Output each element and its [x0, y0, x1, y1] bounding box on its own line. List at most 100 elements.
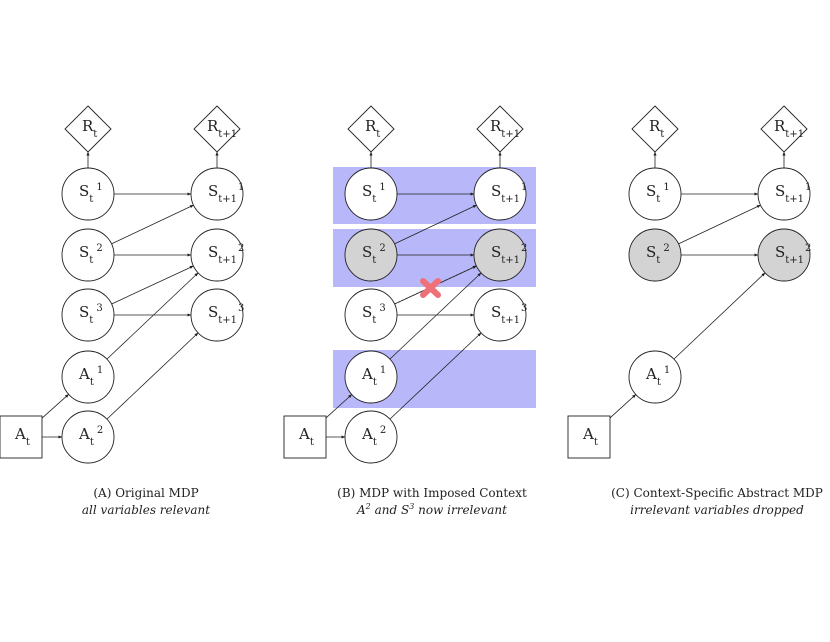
node-label-sup: 2	[521, 243, 527, 254]
node-label: St+12	[208, 243, 244, 266]
context-cross-icon	[420, 278, 441, 298]
node-label: St+11	[208, 182, 244, 205]
node-label-sup: 1	[379, 182, 385, 193]
node-shape	[344, 228, 398, 282]
node-label-sub: t+1	[218, 315, 237, 326]
node-label-base: R	[207, 117, 219, 135]
node-label-base: R	[82, 117, 94, 135]
node-label: At	[14, 425, 30, 448]
node-label-base: S	[362, 303, 372, 321]
node-shape	[190, 288, 244, 342]
node-label: St+13	[208, 303, 244, 326]
node-label-sup: 1	[97, 365, 103, 376]
node-label-sub: t	[90, 377, 94, 388]
node-label-sub: t	[660, 129, 664, 140]
node-label-sub: t	[26, 437, 30, 448]
node-c-s1-t1: St+11	[757, 167, 811, 221]
node-b-r-t1: Rt+1	[476, 105, 524, 153]
node-label: Rt+1	[490, 117, 520, 140]
node-shape	[628, 167, 682, 221]
node-label-sub: t	[376, 129, 380, 140]
node-shape	[61, 350, 115, 404]
node-b-s3-t: St3	[344, 288, 398, 342]
node-label: Rt+1	[774, 117, 804, 140]
node-label-sup: 1	[238, 182, 244, 193]
node-label-base: R	[490, 117, 502, 135]
node-label-sub: t+1	[785, 255, 804, 266]
edge-b-a_t-a1_t	[325, 394, 353, 419]
node-a-s3-t1: St+13	[190, 288, 244, 342]
edge-a-s3_t-s2_t1	[111, 265, 194, 305]
node-shape	[757, 228, 811, 282]
node-shape	[283, 415, 327, 459]
node-label: Rt	[365, 117, 380, 140]
node-label-sup: 2	[663, 243, 669, 254]
node-label-base: A	[361, 365, 373, 383]
node-label-sub: t	[310, 437, 314, 448]
node-b-s3-t1: St+13	[473, 288, 527, 342]
node-b-s2-t: St2	[344, 228, 398, 282]
node-label-sup: 1	[805, 182, 811, 193]
node-label-sup: 1	[664, 365, 670, 376]
edge-b-a2_t-s3_t1	[389, 332, 482, 420]
node-label-sup: 1	[521, 182, 527, 193]
caption-b-a: A	[356, 503, 366, 517]
node-shape	[344, 167, 398, 221]
node-c-a1-t: At1	[628, 350, 682, 404]
node-label-sub: t	[372, 194, 376, 205]
node-c-s2-t: St2	[628, 228, 682, 282]
node-label-base: S	[79, 243, 89, 261]
node-shape	[473, 288, 527, 342]
node-label-sup: 2	[805, 243, 811, 254]
node-label-base: S	[79, 303, 89, 321]
node-label-sub: t+1	[785, 194, 804, 205]
node-label-base: S	[208, 243, 218, 261]
edge-a-a_t-a1_t	[41, 394, 69, 419]
node-b-a1-t: At1	[344, 350, 398, 404]
node-a-a2-t: At2	[61, 410, 115, 464]
node-label: St+13	[491, 303, 527, 326]
node-label: Rt+1	[207, 117, 237, 140]
node-label: St2	[79, 243, 103, 266]
node-shape	[344, 350, 398, 404]
node-label-sup: 2	[97, 425, 103, 436]
caption-b-a-sup: 2	[365, 502, 371, 511]
node-shape	[0, 415, 43, 459]
node-shape	[757, 167, 811, 221]
node-b-a-t: At	[283, 415, 327, 459]
node-label-sub: t	[372, 255, 376, 266]
node-label-sup: 1	[380, 365, 386, 376]
captions: (A) Original MDP all variables relevant …	[82, 486, 823, 517]
node-label: Rt	[82, 117, 97, 140]
node-shape	[61, 288, 115, 342]
node-shape	[760, 105, 808, 153]
edge-b-s2_t-s1_t1	[394, 204, 477, 245]
node-label-base: S	[646, 182, 656, 200]
node-a-r-t: Rt	[64, 105, 112, 153]
node-label: St1	[362, 182, 386, 205]
node-label-sub: t	[656, 194, 660, 205]
node-label-sup: 2	[379, 243, 385, 254]
node-label-sub: t	[373, 377, 377, 388]
node-label: At	[298, 425, 314, 448]
node-label-base: S	[491, 303, 501, 321]
node-label: At2	[78, 425, 103, 448]
node-a-s3-t: St3	[61, 288, 115, 342]
node-shape	[631, 105, 679, 153]
node-c-r-t: Rt	[631, 105, 679, 153]
node-label-sub: t+1	[785, 129, 804, 140]
node-shape	[347, 105, 395, 153]
node-shape	[190, 228, 244, 282]
node-label-base: S	[208, 303, 218, 321]
node-label-sup: 3	[521, 303, 527, 314]
node-label-base: A	[78, 425, 90, 443]
node-label-base: S	[79, 182, 89, 200]
node-c-s2-t1: St+12	[757, 228, 811, 282]
node-a-a1-t: At1	[61, 350, 115, 404]
node-label-sub: t+1	[501, 194, 520, 205]
node-label-sub: t	[373, 437, 377, 448]
node-label: At1	[78, 365, 103, 388]
node-b-s1-t1: St+11	[473, 167, 527, 221]
caption-c-subtitle: irrelevant variables dropped	[630, 503, 804, 517]
node-label: St1	[646, 182, 670, 205]
